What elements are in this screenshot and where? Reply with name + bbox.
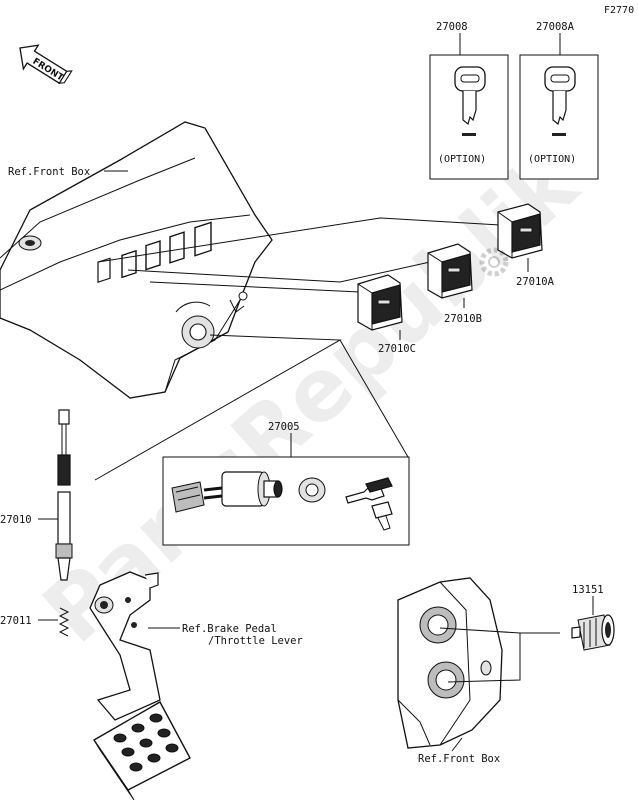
dashboard-switch-slots — [97, 221, 212, 283]
key-blank-b-group[interactable]: 27008A (OPTION) — [519, 21, 599, 180]
part-number-27008a: 27008A — [536, 21, 575, 33]
key-blank-b-icon — [544, 66, 576, 136]
gear-icon — [479, 247, 509, 277]
key-blank-a-group[interactable]: 27008 (OPTION) — [429, 21, 509, 180]
ignition-switch-27005[interactable]: 27005 — [162, 421, 410, 546]
ignition-key-icon — [345, 477, 393, 531]
part-number-27010c: 27010C — [378, 343, 416, 355]
key-blank-a-note: (OPTION) — [438, 154, 486, 165]
part-number-27010b: 27010B — [444, 313, 482, 325]
front-box-dashboard — [0, 121, 273, 399]
part-number-27010a: 27010A — [516, 276, 555, 288]
stop-switch-27010[interactable]: 27010 — [0, 409, 73, 581]
front-box-lower-panel — [397, 577, 503, 749]
part-number-27005: 27005 — [268, 421, 300, 433]
key-blank-a-icon — [454, 66, 486, 136]
rocker-switch-27010a[interactable]: 27010A — [497, 203, 555, 288]
part-number-27011: 27011 — [0, 615, 32, 627]
socket-13151[interactable]: 13151 — [571, 584, 615, 651]
spring-27011[interactable]: 27011 — [0, 607, 70, 637]
ref-front-box-top-label: Ref.Front Box — [8, 166, 90, 178]
part-number-27008: 27008 — [436, 21, 468, 33]
key-blank-b-note: (OPTION) — [528, 154, 576, 165]
brake-pedal — [89, 571, 191, 800]
part-number-27010: 27010 — [0, 514, 32, 526]
ref-front-box-bottom-label: Ref.Front Box — [418, 753, 500, 765]
front-arrow-icon: FRONT — [19, 44, 73, 85]
figure-code: F2770 — [604, 5, 634, 16]
rocker-switch-27010b[interactable]: 27010B — [427, 243, 482, 325]
part-number-13151: 13151 — [572, 584, 604, 596]
ref-brake-pedal-label-line1: Ref.Brake Pedal — [182, 623, 277, 635]
ref-brake-pedal-label-line2: /Throttle Lever — [208, 635, 303, 647]
rocker-switch-27010c[interactable]: 27010C — [357, 274, 416, 355]
pedal-pad-holes — [113, 713, 179, 772]
ignition-switch-frame — [162, 456, 410, 546]
